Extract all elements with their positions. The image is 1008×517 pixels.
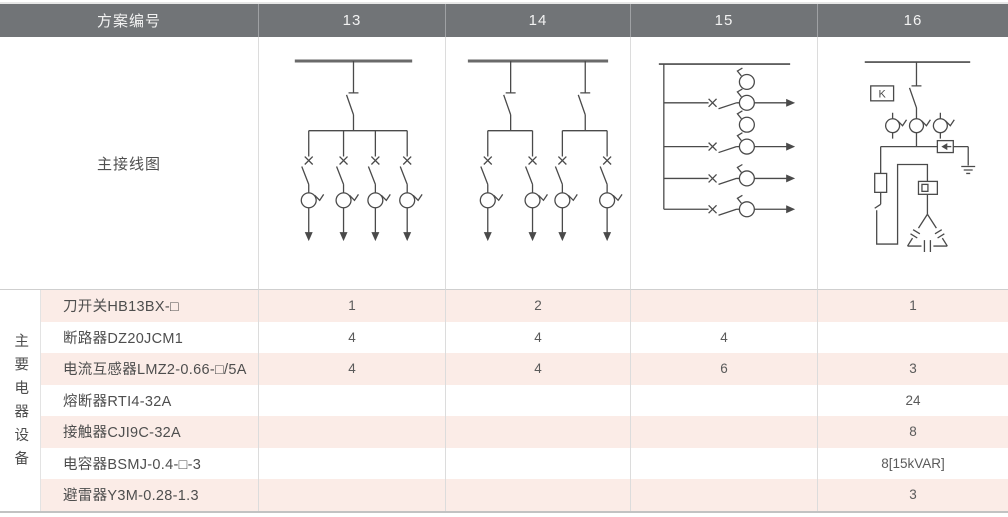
equipment-name: 断路器DZ20JCM1 xyxy=(40,321,258,353)
current-transformers xyxy=(884,112,955,147)
qty-cell xyxy=(258,384,445,416)
diagram-cell-16: K xyxy=(817,37,1008,290)
qty-cell: 6 xyxy=(630,353,817,385)
header-col-15: 15 xyxy=(630,4,817,37)
equipment-section-label-cell: 主要电器设备 xyxy=(0,290,40,511)
current-transformer xyxy=(736,67,755,91)
qty-cell: 4 xyxy=(258,321,445,353)
qty-cell xyxy=(630,479,817,511)
feeder-branch xyxy=(663,132,796,155)
qty-cell xyxy=(445,384,630,416)
diagram-cell-13 xyxy=(258,37,445,290)
qty-cell xyxy=(258,416,445,448)
qty-cell xyxy=(817,321,1008,353)
main-wiring-diagram-label: 主接线图 xyxy=(0,37,258,290)
header-col-14: 14 xyxy=(445,4,630,37)
header-col-16: 16 xyxy=(817,4,1008,37)
qty-cell xyxy=(630,416,817,448)
qty-cell: 4 xyxy=(445,321,630,353)
qty-cell xyxy=(630,384,817,416)
header-col-13: 13 xyxy=(258,4,445,37)
equipment-section-label: 主要电器设备 xyxy=(12,332,29,474)
diagram-cell-14 xyxy=(445,37,630,290)
qty-cell: 4 xyxy=(630,321,817,353)
qty-cell xyxy=(445,416,630,448)
qty-cell: 4 xyxy=(445,353,630,385)
knife-switch xyxy=(908,62,922,119)
feeder-branch xyxy=(663,163,796,187)
equipment-name: 刀开关HB13BX-□ xyxy=(40,290,258,322)
ground-symbol xyxy=(961,165,976,175)
qty-cell: 3 xyxy=(817,479,1008,511)
qty-cell xyxy=(630,447,817,479)
single-line-diagram-16: K xyxy=(864,61,976,253)
qty-cell xyxy=(445,447,630,479)
qty-cell: 3 xyxy=(817,353,1008,385)
feeder-branch xyxy=(599,130,623,242)
equipment-name: 接触器CJI9C-32A xyxy=(40,416,258,448)
feeder-branch xyxy=(663,88,796,111)
feeder-branch xyxy=(399,130,423,242)
feeder-branch xyxy=(663,194,796,218)
contactor xyxy=(917,180,939,215)
equipment-name: 电流互感器LMZ2-0.66-□/5A xyxy=(40,353,258,385)
qty-cell xyxy=(258,479,445,511)
qty-cell: 1 xyxy=(258,290,445,322)
feeder-branch xyxy=(554,130,578,242)
equipment-name: 避雷器Y3M-0.28-1.3 xyxy=(40,479,258,511)
qty-cell: 4 xyxy=(258,353,445,385)
feeder-branch xyxy=(479,130,504,242)
single-line-diagram-13 xyxy=(294,59,423,242)
single-line-diagram-14 xyxy=(467,59,623,242)
knife-switch xyxy=(577,61,591,131)
qty-cell xyxy=(258,447,445,479)
k-meter-box: K xyxy=(870,85,895,102)
feeder-branch xyxy=(335,130,360,242)
qty-cell: 8[15kVAR] xyxy=(817,447,1008,479)
qty-cell: 24 xyxy=(817,384,1008,416)
qty-cell: 8 xyxy=(817,416,1008,448)
fuse-switch-branch xyxy=(874,146,929,245)
knife-switch xyxy=(503,61,516,131)
knife-switch xyxy=(345,61,359,131)
feeder-branch xyxy=(300,130,325,242)
qty-cell xyxy=(445,479,630,511)
qty-cell: 2 xyxy=(445,290,630,322)
qty-cell: 1 xyxy=(817,290,1008,322)
header-scheme-number: 方案编号 xyxy=(0,4,258,37)
qty-cell xyxy=(630,290,817,322)
surge-arrester xyxy=(936,139,969,166)
feeder-branch xyxy=(367,130,391,242)
equipment-name: 电容器BSMJ-0.4-□-3 xyxy=(40,447,258,479)
current-transformer xyxy=(736,110,755,133)
feeder-branch xyxy=(524,130,548,242)
k-box-label: K xyxy=(879,88,887,100)
equipment-name: 熔断器RTI4-32A xyxy=(40,384,258,416)
delta-capacitor-bank xyxy=(906,213,948,253)
single-line-diagram-15 xyxy=(658,63,796,218)
diagram-cell-15 xyxy=(630,37,817,290)
